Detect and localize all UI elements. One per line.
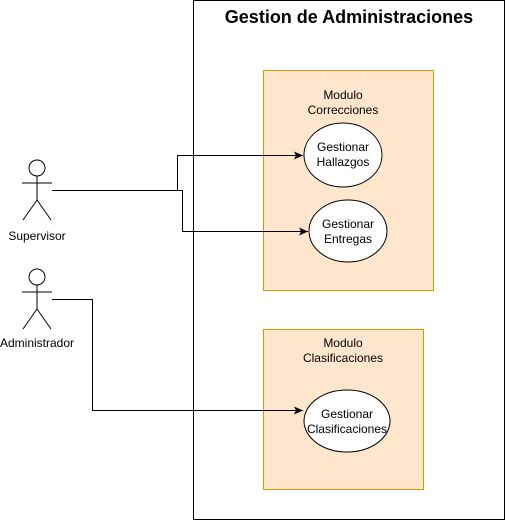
actor-supervisor-head: [28, 159, 46, 177]
use-case-gestionar-entregas: [308, 199, 388, 263]
use-case-clasificaciones-line2: Clasificaciones: [307, 422, 387, 436]
use-case-hallazgos-line2: Hallazgos: [317, 155, 370, 169]
connector-supervisor-entregas: [52, 190, 308, 236]
use-case-hallazgos-line1: Gestionar: [317, 140, 369, 154]
use-case-clasificaciones-line1: Gestionar: [321, 407, 373, 421]
actor-administrador-head: [28, 268, 46, 286]
module-clasificaciones-label-line2: Clasificaciones: [303, 351, 383, 365]
module-correcciones-label-line1: Modulo: [323, 88, 363, 102]
system-title: Gestion de Administraciones: [225, 7, 473, 27]
module-correcciones-label-line2: Correcciones: [308, 103, 379, 117]
actor-administrador: [22, 268, 52, 330]
connector-administrador-clasificaciones: [52, 299, 303, 415]
actor-supervisor-label: Supervisor: [8, 229, 65, 243]
use-case-gestionar-clasificaciones: [303, 389, 391, 453]
actor-administrador-label: Administrador: [0, 336, 74, 350]
use-case-gestionar-hallazgos: [303, 122, 383, 188]
use-case-entregas-line2: Entregas: [324, 232, 372, 246]
use-case-entregas-line1: Gestionar: [322, 217, 374, 231]
actor-supervisor: [22, 159, 52, 221]
module-clasificaciones-label-line1: Modulo: [323, 336, 363, 350]
